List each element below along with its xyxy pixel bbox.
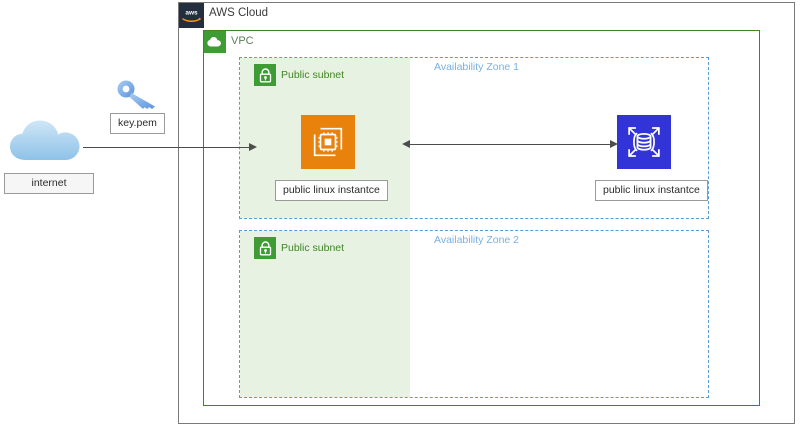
availability-zone-2-label: Availability Zone 2 [434, 234, 520, 246]
arrowhead-left-icon [402, 140, 410, 148]
availability-zone-1-boundary [239, 57, 709, 219]
ec2-instance-icon[interactable] [301, 115, 355, 169]
connector-ec2-to-database [410, 144, 610, 145]
database-caption: public linux instantce [595, 180, 708, 201]
public-subnet-2-label: Public subnet [281, 242, 345, 254]
lock-icon [254, 64, 276, 86]
public-subnet-1-label: Public subnet [281, 69, 345, 81]
key-pem-caption: key.pem [110, 113, 165, 134]
connector-internet-to-ec2 [83, 147, 251, 148]
database-scaling-icon[interactable] [617, 115, 671, 169]
aws-cloud-label: AWS Cloud [209, 7, 269, 19]
internet-caption: internet [4, 173, 94, 194]
availability-zone-1-label: Availability Zone 1 [434, 61, 520, 73]
lock-icon [254, 237, 276, 259]
svg-text:aws: aws [185, 10, 198, 17]
aws-logo-icon: aws [179, 3, 204, 28]
key-icon [115, 79, 163, 112]
vpc-label: VPC [231, 35, 254, 47]
arrowhead-right-icon [610, 140, 618, 148]
arrowhead-right-icon [249, 143, 257, 151]
vpc-cloud-icon [204, 31, 226, 53]
ec2-instance-caption: public linux instantce [275, 180, 388, 201]
availability-zone-2-boundary [239, 230, 709, 398]
internet-cloud-icon [8, 118, 90, 168]
